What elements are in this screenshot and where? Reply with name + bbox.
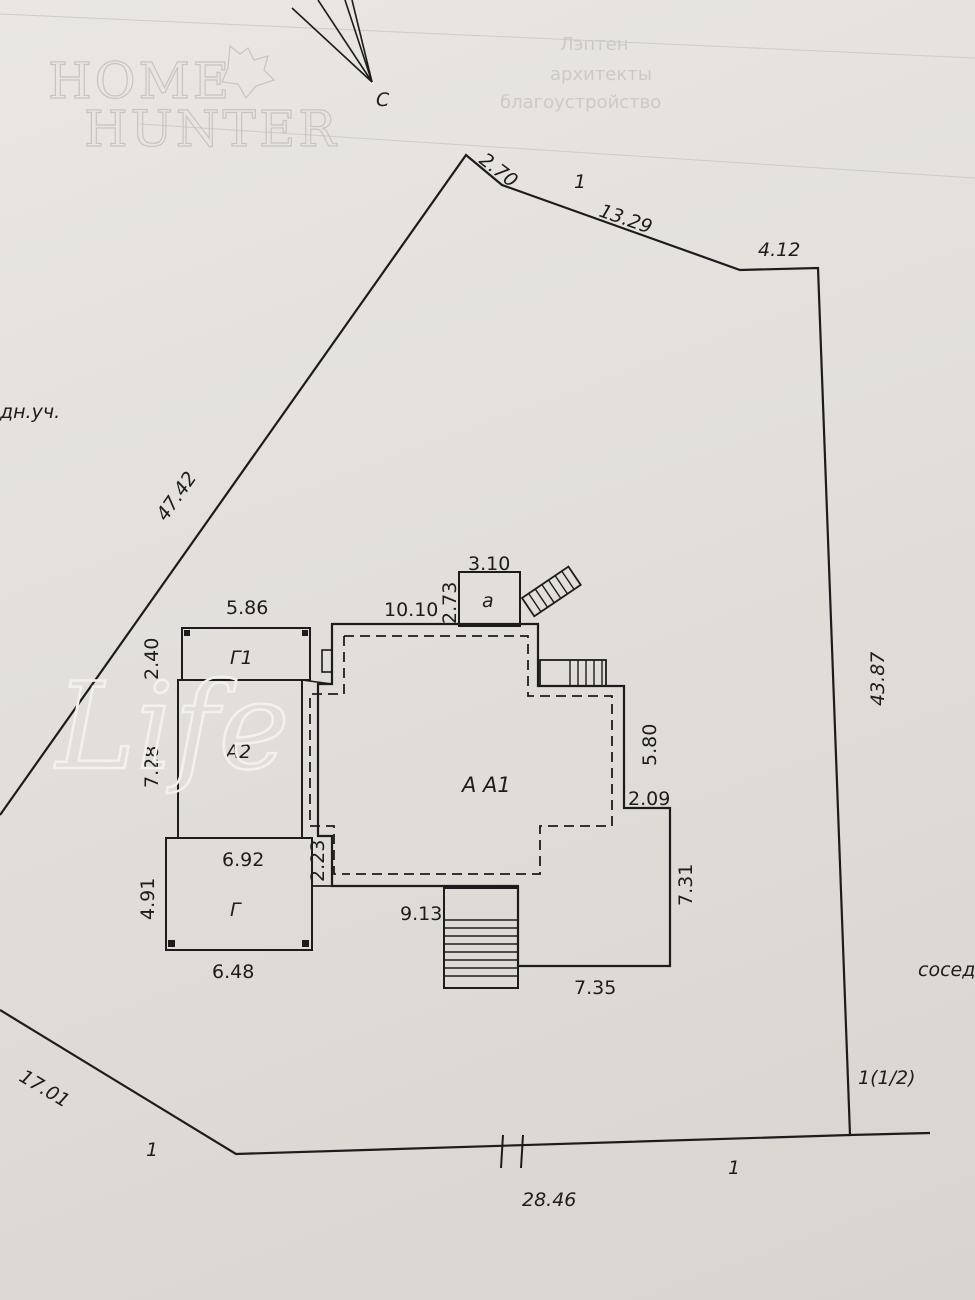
dim-a2-depth: 7.28 xyxy=(141,746,163,788)
dim-main-top: 10.10 xyxy=(384,599,438,621)
side-door xyxy=(321,649,333,673)
boundary-mark-corner: 1(1/2) xyxy=(858,1067,916,1089)
stag-logo-icon xyxy=(221,44,276,100)
north-label: С xyxy=(376,89,390,111)
boundary-mark-top: 1 xyxy=(574,171,586,193)
dim-g-width-bottom: 6.48 xyxy=(212,961,254,983)
parcel-boundary-bottom xyxy=(0,1009,851,1156)
north-arrow-icon xyxy=(291,0,373,83)
faint-header-line-1: Лэптен xyxy=(560,34,629,55)
home-hunter-watermark: HOME HUNTER xyxy=(47,44,339,159)
building-g-label: Г xyxy=(230,899,242,921)
edge-top-short: 2.70 xyxy=(475,149,522,192)
faint-header-line-2: архитекты xyxy=(550,64,652,85)
dim-main-bottom: 7.35 xyxy=(574,977,616,999)
dim-g1-depth: 2.40 xyxy=(141,638,163,680)
boundary-tick-1 xyxy=(500,1134,504,1169)
building-a2-label: А2 xyxy=(224,741,251,763)
faint-rule-1 xyxy=(0,13,975,59)
edge-left: 47.42 xyxy=(152,468,201,525)
main-building-dashed-lower xyxy=(309,636,345,875)
building-g xyxy=(165,837,313,951)
porch-a-label: а xyxy=(482,590,494,612)
watermark-line-2: HUNTER xyxy=(84,100,339,158)
neighbor-right-label: сосед xyxy=(918,959,975,981)
building-g1-label: Г1 xyxy=(230,647,253,669)
boundary-mark-bottom-left: 1 xyxy=(146,1139,158,1161)
edge-top-right: 4.12 xyxy=(758,239,800,261)
porch-stairs xyxy=(520,565,582,618)
g-corner-mark xyxy=(168,940,175,947)
porch-a xyxy=(458,571,521,627)
g1-corner-mark xyxy=(302,630,308,636)
edge-bottom-left: 17.01 xyxy=(15,1065,73,1112)
dim-main-step: 2.09 xyxy=(628,788,670,810)
a2-link-line xyxy=(301,679,333,685)
g1-corner-mark xyxy=(184,630,190,636)
front-stairs xyxy=(443,887,519,989)
terrace-stairs xyxy=(539,659,607,687)
dim-g-width-top: 6.92 xyxy=(222,849,264,871)
dim-porch-depth: 2.73 xyxy=(439,582,461,624)
boundary-mark-bottom-right: 1 xyxy=(728,1157,740,1179)
edge-top-mid: 13.29 xyxy=(596,200,655,239)
boundary-tick-2 xyxy=(520,1134,524,1169)
dim-main-right-upper: 5.80 xyxy=(639,724,661,766)
dim-g-depth: 4.91 xyxy=(137,878,159,920)
dim-g-link: 2.23 xyxy=(307,840,329,882)
dim-porch-width: 3.10 xyxy=(468,553,510,575)
dim-main-left-bottom: 9.13 xyxy=(400,903,442,925)
g-corner-mark xyxy=(302,940,309,947)
neighbor-left-label: дн.уч. xyxy=(0,401,60,423)
faint-rule-2 xyxy=(139,123,975,179)
main-building-dashed-upper xyxy=(344,635,613,875)
watermark-line-1: HOME xyxy=(48,52,232,110)
dim-main-right-lower: 7.31 xyxy=(675,864,697,906)
main-building-label: А А1 xyxy=(460,773,511,797)
life-watermark: Life xyxy=(54,658,290,797)
dim-g1-width: 5.86 xyxy=(226,597,268,619)
faint-header-line-3: благоустройство xyxy=(500,92,661,113)
edge-right: 43.87 xyxy=(867,652,889,706)
edge-bottom: 28.46 xyxy=(522,1189,576,1211)
